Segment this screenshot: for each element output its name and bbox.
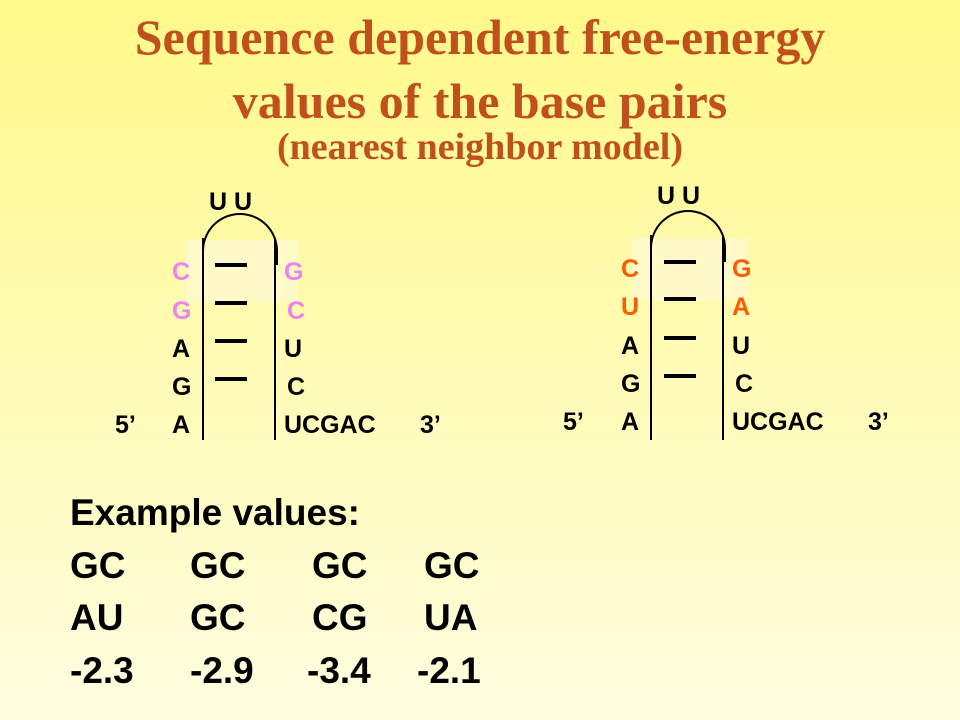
five-prime-label: 5’ bbox=[563, 408, 584, 436]
nucleotide-left: C bbox=[621, 255, 640, 283]
nucleotide-left: A bbox=[172, 411, 191, 439]
pair-cell: GC bbox=[424, 545, 480, 586]
three-prime-label: 3’ bbox=[868, 408, 889, 436]
base-pair-bond bbox=[664, 374, 696, 378]
nucleotide-left: G bbox=[172, 297, 192, 325]
title-line-2: values of the base pairs bbox=[232, 73, 728, 129]
nucleotide-left: G bbox=[172, 373, 192, 401]
hairpin-loop bbox=[650, 210, 726, 262]
tail-sequence: UCGAC bbox=[732, 408, 824, 436]
pair-cell: CG bbox=[312, 597, 368, 638]
nucleotide-right: C bbox=[287, 373, 306, 401]
base-pair-bond bbox=[664, 336, 696, 340]
tail-sequence: UCGAC bbox=[284, 411, 376, 439]
base-pair-bond bbox=[664, 260, 696, 264]
nucleotide-right: U bbox=[732, 332, 751, 360]
nucleotide-left: A bbox=[621, 408, 640, 436]
nucleotide-right: C bbox=[287, 297, 306, 325]
left-strand-backbone bbox=[650, 235, 652, 440]
pair-cell: AU bbox=[70, 597, 124, 638]
title-line-3: (nearest neighbor model) bbox=[276, 126, 683, 168]
base-pair-bond bbox=[215, 339, 247, 343]
energy-value: -2.3 bbox=[70, 650, 134, 691]
right-strand-backbone bbox=[274, 238, 276, 440]
loop-label: U U bbox=[657, 182, 701, 210]
example-values-label: Example values: bbox=[70, 492, 360, 533]
nucleotide-left: G bbox=[621, 370, 641, 398]
right-strand-backbone bbox=[722, 235, 724, 440]
loop-label: U U bbox=[209, 188, 253, 216]
five-prime-label: 5’ bbox=[115, 411, 136, 439]
nucleotide-right: G bbox=[284, 258, 304, 286]
base-pair-bond bbox=[215, 377, 247, 381]
nucleotide-right: U bbox=[284, 335, 303, 363]
hairpin-loop bbox=[202, 213, 278, 265]
nucleotide-right: C bbox=[735, 370, 754, 398]
nucleotide-right: A bbox=[732, 293, 751, 321]
nucleotide-left: A bbox=[172, 335, 191, 363]
pair-cell: GC bbox=[190, 545, 246, 586]
pair-cell: GC bbox=[190, 597, 246, 638]
energy-value: -2.9 bbox=[190, 650, 254, 691]
pair-cell: GC bbox=[70, 545, 126, 586]
nucleotide-left: A bbox=[621, 332, 640, 360]
nucleotide-left: C bbox=[172, 258, 191, 286]
left-strand-backbone bbox=[202, 238, 204, 440]
three-prime-label: 3’ bbox=[420, 411, 441, 439]
energy-value: -2.1 bbox=[417, 650, 481, 691]
energy-value: -3.4 bbox=[307, 650, 371, 691]
base-pair-bond bbox=[215, 301, 247, 305]
nucleotide-left: U bbox=[621, 293, 640, 321]
nucleotide-right: G bbox=[732, 255, 752, 283]
base-pair-bond bbox=[664, 297, 696, 301]
base-pair-bond bbox=[215, 263, 247, 267]
pair-cell: UA bbox=[424, 597, 478, 638]
title-line-1: Sequence dependent free-energy bbox=[134, 9, 826, 65]
pair-cell: GC bbox=[312, 545, 368, 586]
